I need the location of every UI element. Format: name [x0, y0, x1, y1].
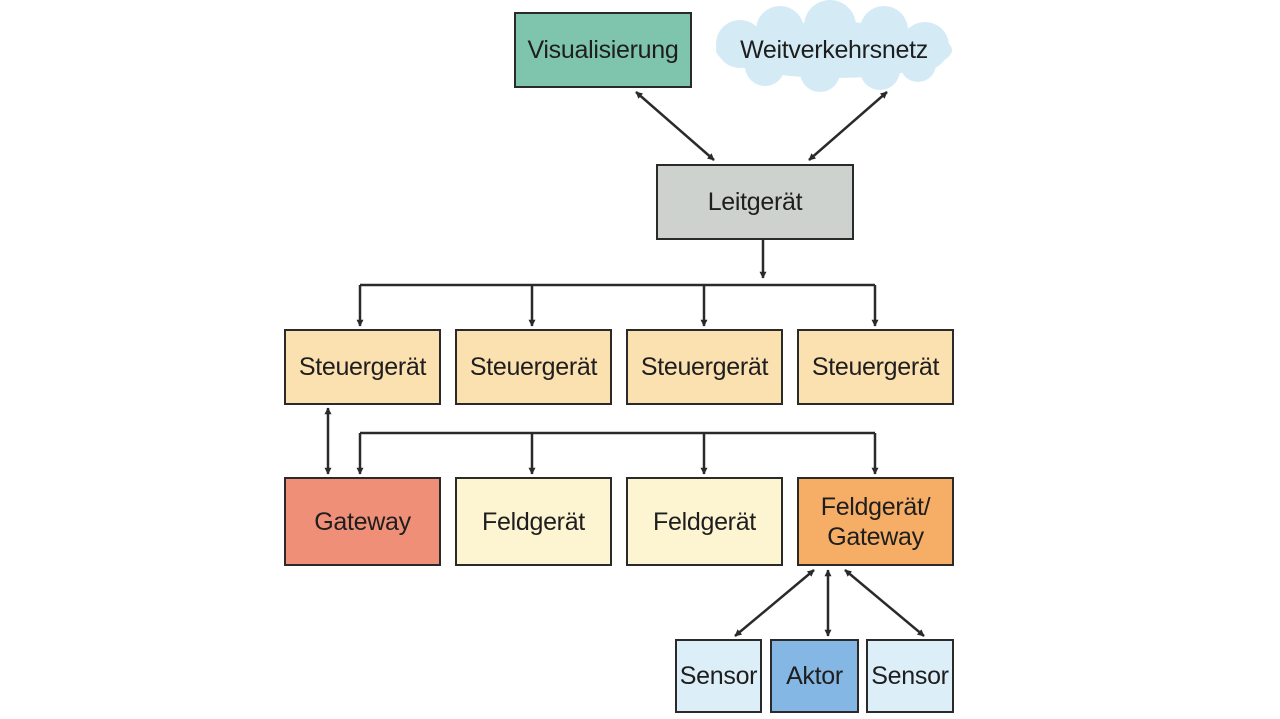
- leitgeraet-box: Leitgerät: [656, 164, 854, 240]
- steuergeraet-box: Steuergerät: [626, 329, 783, 405]
- steuergeraet-box: Steuergerät: [284, 329, 441, 405]
- cloud-shape: [716, 0, 952, 92]
- arrow-visualisierung-leitgeraet: [635, 91, 715, 161]
- weitverkehrsnetz-label: Weitverkehrsnetz: [740, 35, 928, 64]
- feldgeraet-box: Feldgerät: [626, 477, 783, 566]
- arrow-feldgeraet-gateway-sensor-right: [844, 569, 925, 637]
- gateway-box: Gateway: [284, 477, 441, 566]
- sensor-box-left: Sensor: [675, 639, 762, 713]
- steuergeraet-box: Steuergerät: [455, 329, 612, 405]
- arrow-feldgeraet-gateway-sensor-left: [734, 569, 815, 637]
- arrow-weitverkehrsnetz-leitgeraet: [808, 91, 888, 161]
- sensor-box-right: Sensor: [866, 639, 954, 713]
- aktor-box: Aktor: [770, 639, 859, 713]
- feldgeraet-gateway-box: Feldgerät/ Gateway: [797, 477, 954, 566]
- steuergeraet-box: Steuergerät: [797, 329, 954, 405]
- feldgeraet-box: Feldgerät: [455, 477, 612, 566]
- visualisierung-box: Visualisierung: [514, 12, 692, 88]
